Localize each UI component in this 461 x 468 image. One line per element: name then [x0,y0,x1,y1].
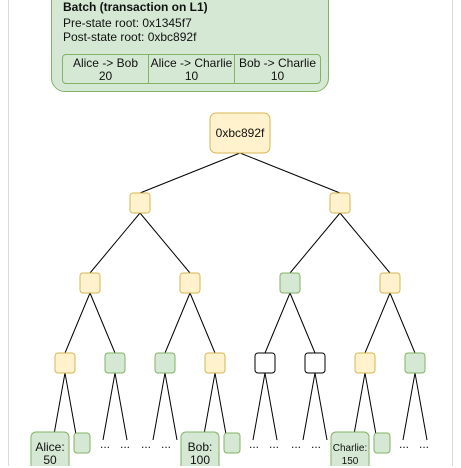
level3-node-2 [154,352,176,374]
edge-l1-l2-3 [339,212,391,274]
leaf-alice-label: Alice: 50 [31,441,69,467]
leaf-ellipsis-0: ... [100,437,110,451]
edge-l1-l2-2 [289,212,341,274]
level3-node-6 [354,352,376,374]
root-node [209,112,271,154]
edge-l2-l3-5 [289,292,316,354]
edge-l3-leaf-6-b [364,372,378,441]
tx-cell-1: Alice -> Bob 20 [63,55,149,83]
edge-l3-leaf-7-b [414,372,428,441]
edge-l3-leaf-2-b [164,372,178,441]
leaf-bob-value: 100 [189,453,211,467]
level3-node-3 [204,352,226,374]
level3-node-0 [54,352,76,374]
edge-l2-l3-6 [364,292,391,354]
leaf-charlie-node [330,431,370,466]
edge-l3-leaf-2-a [152,372,166,441]
leaf-green-node-3 [373,432,391,454]
edge-l3-leaf-7-a [402,372,416,441]
leaf-ellipsis-2: ... [141,437,151,451]
tx-1-parties: Alice -> Bob [72,56,139,70]
leaf-charlie-label: Charlie: 150 [331,442,369,468]
level2-node-2 [279,272,301,294]
batch-box: Batch (transaction on L1) Pre-state root… [51,0,329,92]
leaf-alice-value: 50 [43,453,57,467]
level1-node-1 [329,192,351,214]
level2-node-3 [379,272,401,294]
edge-l3-leaf-0-b [64,372,78,441]
post-state-root: Post-state root: 0xbc892f [63,30,197,44]
leaf-charlie-name: Charlie: [332,443,368,454]
edge-l3-leaf-3-b [214,372,228,441]
edge-root-l1-0 [139,152,241,194]
edge-l3-leaf-5-b [314,372,328,441]
level3-node-4 [254,352,276,374]
edge-l1-l2-1 [139,212,191,274]
leaf-ellipsis-5: ... [269,437,279,451]
level3-node-5 [304,352,326,374]
leaf-ellipsis-9: ... [419,437,429,451]
edge-l1-l2-0 [89,212,141,274]
leaf-charlie-value: 150 [341,456,359,467]
frame-right-border [452,0,453,466]
pre-state-root: Pre-state root: 0x1345f7 [63,16,192,30]
edge-l2-l3-2 [164,292,191,354]
edge-l3-leaf-1-a [102,372,116,441]
frame-left-border [8,0,9,466]
leaf-bob-label: Bob: 100 [181,441,219,467]
batch-title: Batch (transaction on L1) [63,0,208,14]
transaction-table: Alice -> Bob 20 Alice -> Charlie 10 Bob … [62,54,321,84]
edge-l3-leaf-3-a [202,372,216,441]
edge-l3-leaf-4-b [264,372,278,441]
tx-3-parties: Bob -> Charlie [238,56,317,70]
level1-node-0 [129,192,151,214]
root-node-label: 0xbc892f [216,126,265,140]
edge-l3-leaf-1-b [114,372,128,441]
leaf-ellipsis-8: ... [399,437,409,451]
edge-l3-leaf-6-a [352,372,366,441]
edge-l2-l3-0 [64,292,91,354]
edge-l3-leaf-0-a [52,372,66,441]
edge-l2-l3-1 [89,292,116,354]
level3-node-1 [104,352,126,374]
leaf-bob-node [180,431,220,466]
leaf-ellipsis-7: ... [311,437,321,451]
edge-l2-l3-3 [189,292,216,354]
leaf-alice-node [30,431,70,466]
leaf-ellipsis-1: ... [120,437,130,451]
edge-l3-leaf-4-a [252,372,266,441]
leaf-green-node-2 [223,432,241,454]
level2-node-0 [79,272,101,294]
leaf-ellipsis-3: ... [161,437,171,451]
edge-root-l1-1 [239,152,341,194]
level2-node-1 [179,272,201,294]
tx-3-amount: 10 [270,69,285,83]
tx-cell-3: Bob -> Charlie 10 [235,55,320,83]
tx-2-amount: 10 [184,69,199,83]
tx-2-parties: Alice -> Charlie [150,56,233,70]
edge-l3-leaf-5-a [302,372,316,441]
tx-1-amount: 20 [98,69,113,83]
leaf-green-node-1 [73,432,91,454]
leaf-ellipsis-4: ... [249,437,259,451]
edge-l2-l3-7 [389,292,416,354]
leaf-bob-name: Bob: [187,440,213,454]
leaf-ellipsis-6: ... [291,437,301,451]
level3-node-7 [404,352,426,374]
leaf-alice-name: Alice: [35,440,65,454]
tx-cell-2: Alice -> Charlie 10 [149,55,235,83]
edge-l2-l3-4 [264,292,291,354]
